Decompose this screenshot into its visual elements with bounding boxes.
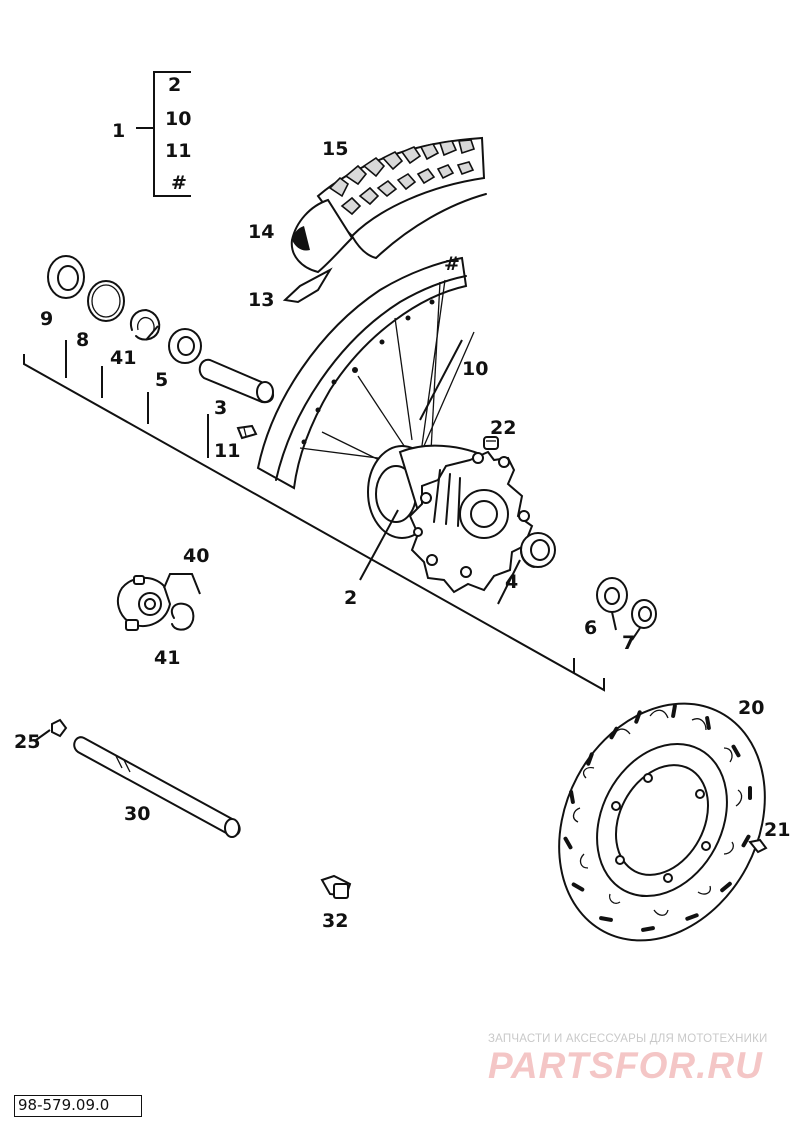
- inner-tube-part: [290, 198, 354, 274]
- label-5: 5: [155, 369, 168, 391]
- label-9: 9: [40, 308, 53, 330]
- label-22: 22: [490, 417, 516, 439]
- axle-part: [73, 736, 241, 838]
- label-6: 6: [584, 617, 597, 639]
- spokes-part: [299, 279, 475, 481]
- bearing-5-part: [168, 328, 202, 364]
- label-1: 1: [112, 120, 125, 142]
- tire-part: [316, 136, 487, 259]
- assembly-axis: [23, 340, 605, 692]
- label-group-11: 11: [165, 140, 191, 162]
- label-32: 32: [322, 910, 348, 932]
- label-2: 2: [344, 587, 357, 609]
- label-4: 4: [505, 571, 518, 593]
- label-group-10: 10: [165, 108, 191, 130]
- seal-7-part: [631, 599, 657, 629]
- label-21: 21: [764, 819, 790, 841]
- bolt-32-part: [320, 874, 352, 899]
- label-20: 20: [738, 697, 764, 719]
- watermark-subtitle: ЗАПЧАСТИ И АКСЕССУАРЫ ДЛЯ МОТОТЕХНИКИ: [488, 1033, 768, 1045]
- hub-part: [367, 444, 534, 594]
- assembly-bracket: [136, 71, 191, 197]
- disc-screw-part: [748, 838, 768, 854]
- label-3: 3: [214, 397, 227, 419]
- label-30: 30: [124, 803, 150, 825]
- rim-tape-part: [282, 267, 333, 304]
- label-40: 40: [183, 545, 209, 567]
- axle-nut-part: [51, 718, 68, 738]
- bearing-part: [520, 532, 556, 568]
- label-13: 13: [248, 289, 274, 311]
- label-41-top: 41: [110, 347, 136, 369]
- seal-9-part: [47, 255, 85, 299]
- label-15: 15: [322, 138, 348, 160]
- diagram-code: 98-579.09.0: [14, 1095, 142, 1117]
- o-ring-8-part: [87, 280, 125, 322]
- sleeve-3-part: [198, 358, 274, 404]
- seal-6-part: [596, 577, 628, 613]
- label-group-hash: #: [171, 172, 187, 194]
- label-14: 14: [248, 221, 274, 243]
- label-25: 25: [14, 731, 40, 753]
- label-group-2: 2: [168, 74, 181, 96]
- label-10: 10: [462, 358, 488, 380]
- circlip-41-part: [130, 309, 161, 341]
- bush-22-part: [483, 436, 499, 450]
- label-11: 11: [214, 440, 240, 462]
- label-hash: #: [444, 253, 460, 275]
- speedo-drive-part: [116, 575, 195, 631]
- reference-labels: 1 2 10 11 # 15 14 13 # 9 8 41 5 3 11 10 …: [14, 74, 790, 932]
- label-41-bottom: 41: [154, 647, 180, 669]
- screw-11-part: [236, 424, 258, 440]
- label-8: 8: [76, 329, 89, 351]
- label-7: 7: [622, 632, 635, 654]
- watermark-logo: PARTSFOR.RU: [488, 1045, 763, 1086]
- leader-lines: [35, 325, 641, 741]
- brake-disc-part: [558, 702, 766, 942]
